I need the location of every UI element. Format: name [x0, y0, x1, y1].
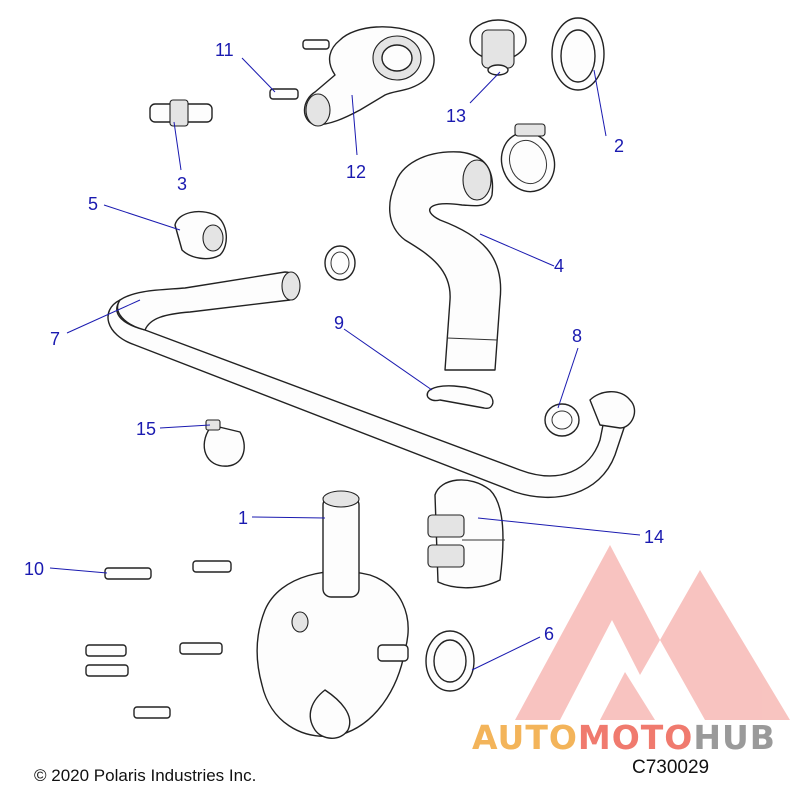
coolant-pipe [107, 271, 636, 499]
cable-tie [203, 419, 245, 467]
callout-6: 6 [544, 624, 554, 644]
callout-9: 9 [334, 313, 344, 333]
callouts: 1 2 3 4 5 6 7 8 9 10 11 12 13 14 15 [24, 40, 664, 644]
brand-part-3: HUB [693, 718, 776, 757]
callout-10: 10 [24, 559, 44, 579]
seal-ring [551, 17, 605, 91]
thermostat-housing [303, 26, 435, 127]
brand-part-2: MOTO [577, 718, 694, 757]
callout-14: 14 [644, 527, 664, 547]
callout-3: 3 [177, 174, 187, 194]
callout-12: 12 [346, 162, 366, 182]
callout-1: 1 [238, 508, 248, 528]
watermark-logo-icon [515, 545, 790, 720]
water-pump [256, 490, 409, 739]
pump-cover [427, 479, 505, 589]
molded-hose [389, 151, 502, 371]
watermark-brand-text: AUTOMOTOHUB [472, 718, 776, 757]
leader-lines [49, 57, 641, 671]
copyright-notice: © 2020 Polaris Industries Inc. [34, 766, 257, 785]
callout-8: 8 [572, 326, 582, 346]
callout-11: 11 [215, 40, 234, 60]
band-clamp [426, 385, 494, 409]
o-ring [425, 630, 475, 692]
hose-clamp [500, 123, 556, 193]
callout-13: 13 [446, 106, 466, 126]
spring-clamp [544, 403, 580, 437]
sensor-boot [174, 210, 227, 260]
callout-7: 7 [50, 329, 60, 349]
callout-4: 4 [554, 256, 564, 276]
thermostat [469, 19, 527, 76]
callout-5: 5 [88, 194, 98, 214]
bolt-set [85, 560, 232, 719]
diagram-code: C730029 [632, 757, 710, 778]
bolt-small [269, 39, 330, 100]
callout-15: 15 [136, 419, 156, 439]
small-hose-clamp [324, 245, 356, 281]
callout-2: 2 [614, 136, 624, 156]
temperature-sensor [149, 99, 213, 127]
brand-part-1: AUTO [472, 718, 578, 757]
